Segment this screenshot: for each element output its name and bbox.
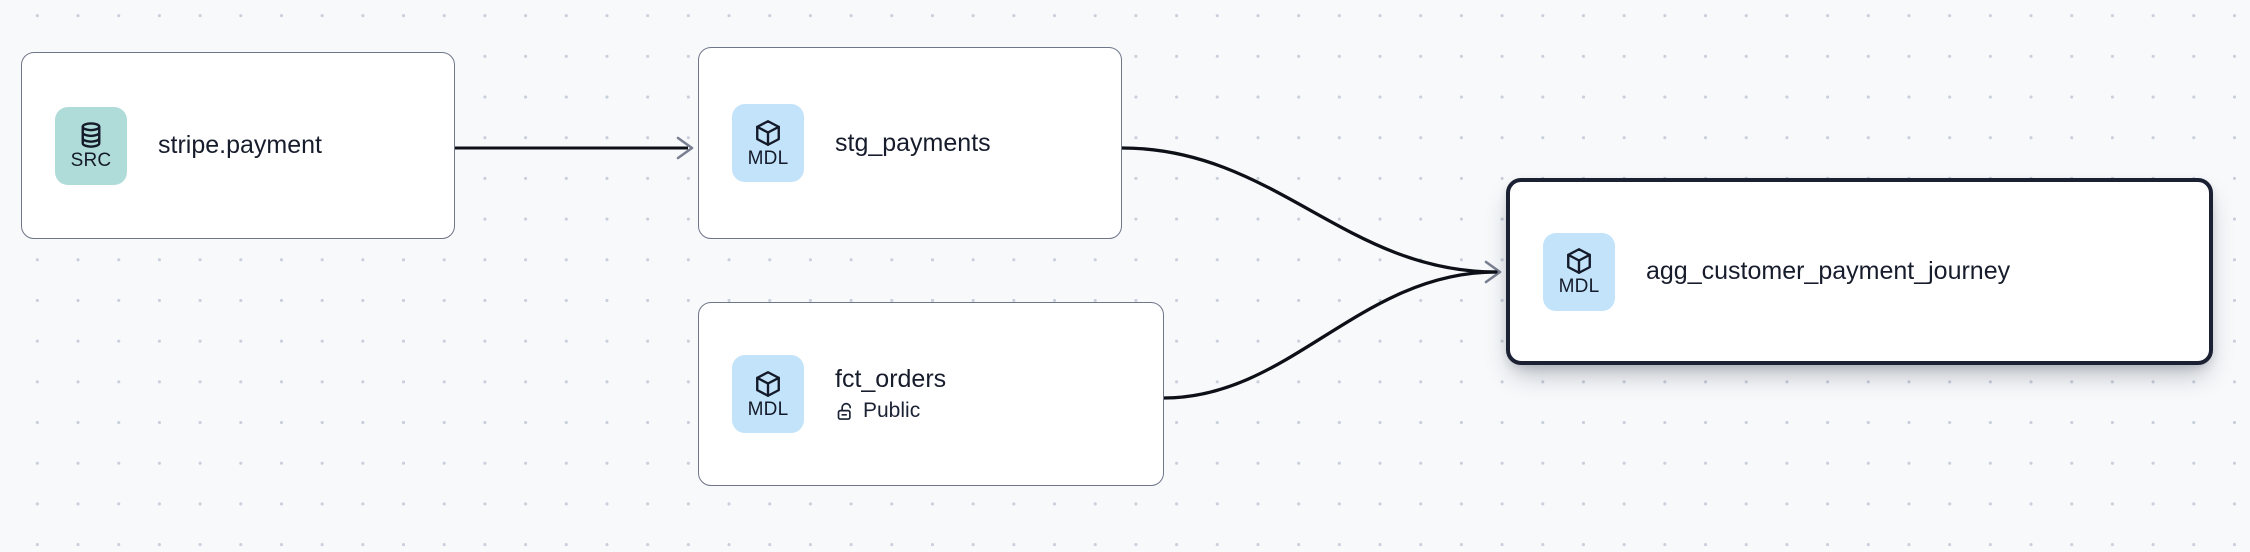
node-body: fct_orders Public <box>835 365 946 423</box>
lineage-node-agg-customer-payment-journey[interactable]: MDL agg_customer_payment_journey <box>1506 178 2213 365</box>
node-badge-mdl: MDL <box>1543 232 1615 311</box>
lineage-node-stripe-payment[interactable]: SRC stripe.payment <box>21 52 455 239</box>
lineage-node-fct-orders[interactable]: MDL fct_orders Public <box>698 302 1164 486</box>
lineage-node-stg-payments[interactable]: MDL stg_payments <box>698 47 1122 239</box>
node-body: agg_customer_payment_journey <box>1646 257 2010 286</box>
node-title: stg_payments <box>835 128 991 157</box>
node-badge-src: SRC <box>55 106 127 185</box>
edge-fct-orders-to-agg-customer-payment-journey <box>1162 270 1498 400</box>
node-visibility-label: Public <box>863 399 921 422</box>
cube-icon <box>753 369 783 399</box>
node-title: fct_orders <box>835 365 947 393</box>
node-badge-mdl: MDL <box>732 355 804 433</box>
cube-icon <box>753 118 783 148</box>
edge-stripe-payment-to-stg-payments <box>455 136 694 160</box>
edge-stg-payments-to-agg-customer-payment-journey <box>1120 146 1502 284</box>
node-title: agg_customer_payment_journey <box>1646 257 2011 285</box>
node-body: stripe.payment <box>158 131 322 160</box>
unlock-icon <box>835 401 856 422</box>
node-body: stg_payments <box>835 129 991 158</box>
node-badge-label: SRC <box>70 150 112 171</box>
node-badge-mdl: MDL <box>732 104 804 182</box>
database-icon <box>76 120 106 150</box>
node-visibility: Public <box>835 399 946 423</box>
node-badge-label: MDL <box>747 147 789 169</box>
node-badge-label: MDL <box>747 398 789 420</box>
node-title: stripe.payment <box>158 131 322 159</box>
cube-icon <box>1564 246 1594 276</box>
node-badge-label: MDL <box>1558 276 1600 297</box>
